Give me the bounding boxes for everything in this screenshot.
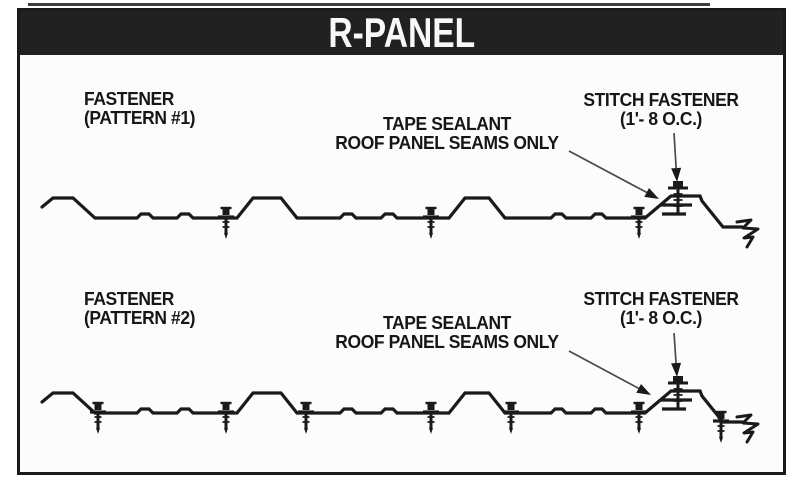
- scan-artifact-line: [28, 3, 710, 6]
- fastener-icon: [423, 206, 439, 239]
- fastener-icon: [713, 410, 729, 443]
- pattern1-tape-sealant-label: TAPE SEALANT ROOF PANEL SEAMS ONLY: [316, 115, 578, 153]
- pattern1-tape-line1: TAPE SEALANT: [383, 114, 511, 134]
- fastener-icon: [298, 401, 314, 434]
- pattern2-stitch-line1: STITCH FASTENER: [583, 289, 739, 309]
- fastener-icon: [631, 401, 647, 434]
- fastener-icon: [503, 401, 519, 434]
- pattern2-tape-line1: TAPE SEALANT: [383, 313, 511, 333]
- break-mark: [735, 218, 760, 249]
- panel-profile-pattern1: [40, 181, 760, 249]
- pattern2-fastener-line2: (PATTERN #2): [84, 308, 196, 328]
- stitch-fastener-arrow-pattern1: [671, 132, 682, 182]
- fastener-icon: [218, 206, 234, 239]
- pattern1-fastener-line1: FASTENER: [84, 89, 175, 109]
- diagram-frame: R-PANEL: [17, 8, 786, 475]
- pattern1-fastener-label: FASTENER (PATTERN #1): [84, 90, 195, 128]
- tape-sealant-arrow-pattern2: [568, 350, 651, 395]
- pattern1-stitch-fastener-label: STITCH FASTENER (1'- 8 O.C.): [554, 91, 767, 129]
- stitch-fastener-arrow-pattern2: [671, 332, 682, 377]
- title-bar: R-PANEL: [20, 11, 783, 55]
- pattern1-tape-line2: ROOF PANEL SEAMS ONLY: [335, 133, 559, 153]
- pattern1-stitch-line1: STITCH FASTENER: [583, 90, 739, 110]
- pattern1-fastener-line2: (PATTERN #1): [84, 108, 196, 128]
- pattern1-stitch-line2: (1'- 8 O.C.): [620, 109, 702, 129]
- fastener-icon: [90, 401, 106, 434]
- stitch-fastener-icon: [661, 376, 692, 411]
- pattern2-tape-sealant-label: TAPE SEALANT ROOF PANEL SEAMS ONLY: [316, 314, 578, 352]
- tape-sealant-arrow-pattern1: [568, 150, 659, 199]
- page-title: R-PANEL: [328, 9, 475, 56]
- break-mark: [735, 413, 760, 444]
- fastener-icon: [631, 206, 647, 239]
- stitch-fastener-icon: [661, 181, 692, 216]
- pattern2-tape-line2: ROOF PANEL SEAMS ONLY: [335, 332, 559, 352]
- pattern2-stitch-line2: (1'- 8 O.C.): [620, 308, 702, 328]
- panel-profile-pattern2: [40, 376, 760, 444]
- fastener-icon: [423, 401, 439, 434]
- pattern2-stitch-fastener-label: STITCH FASTENER (1'- 8 O.C.): [554, 290, 767, 328]
- pattern2-fastener-line1: FASTENER: [84, 289, 175, 309]
- pattern2-fastener-label: FASTENER (PATTERN #2): [84, 290, 195, 328]
- fastener-icon: [218, 401, 234, 434]
